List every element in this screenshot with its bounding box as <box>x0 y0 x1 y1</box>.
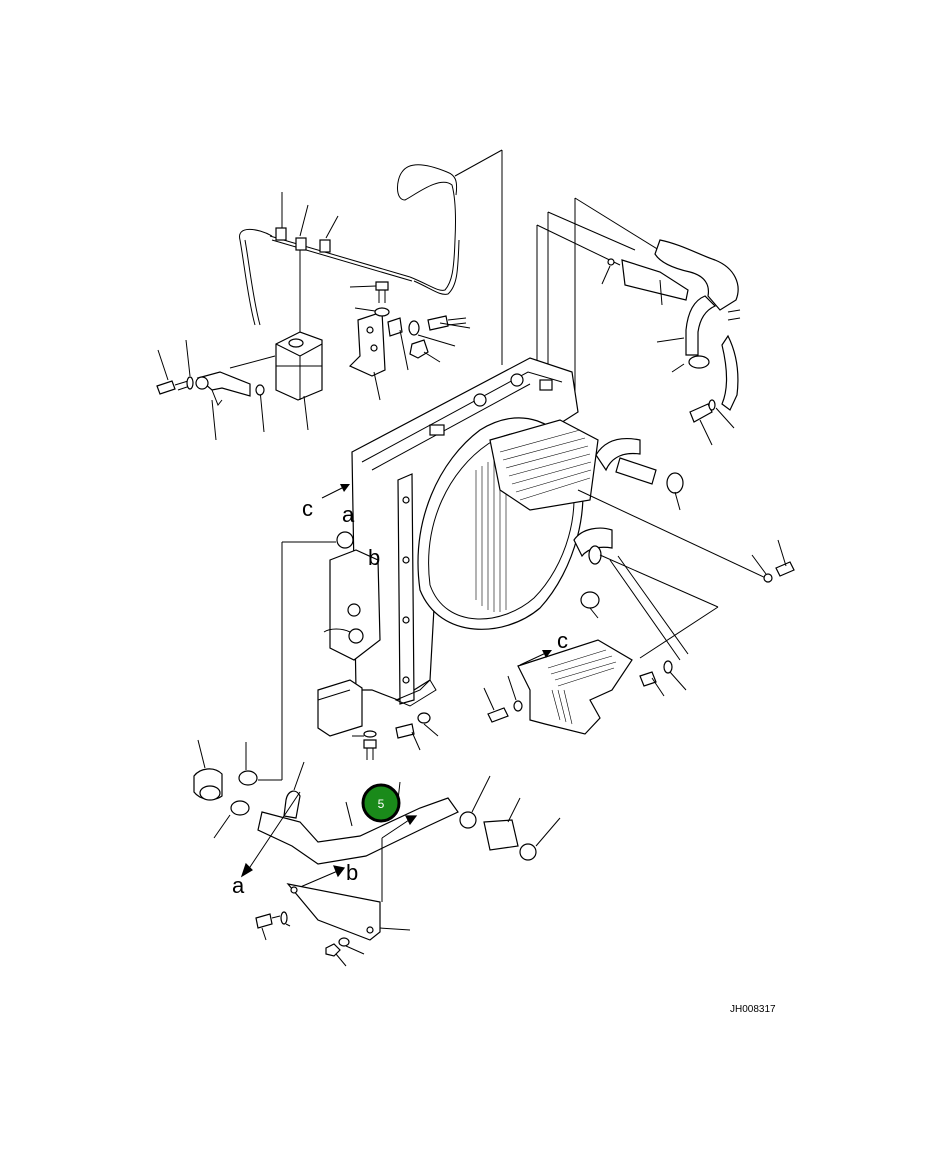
callout-number: 5 <box>378 797 385 811</box>
radiator-assembly[interactable] <box>323 357 795 707</box>
view-letter-a-lower: a <box>232 873 245 898</box>
view-letter-a: a <box>342 502 355 527</box>
wire-harness <box>397 164 458 291</box>
callout-marker-5[interactable]: 5 <box>361 783 401 823</box>
view-letter-b-lower: b <box>346 860 358 885</box>
lower-guard-group <box>483 639 687 735</box>
radiator-outlet-hose <box>595 437 641 472</box>
view-letter-b: b <box>368 545 380 570</box>
overflow-hose <box>239 228 273 326</box>
reservoir-group <box>156 149 503 441</box>
mounting-bracket <box>348 311 386 377</box>
connector-block <box>317 679 363 737</box>
lower-radiator-pipe[interactable] <box>257 797 459 865</box>
oil-cooler-fins <box>489 419 599 511</box>
sensor-plug <box>689 403 713 423</box>
lower-left-group <box>193 541 561 967</box>
view-arrows <box>321 484 552 666</box>
bottom-plate <box>286 883 381 941</box>
guard-grille <box>547 649 617 725</box>
upper-hose-group <box>536 197 741 446</box>
lower-guard-plate[interactable] <box>517 639 633 735</box>
view-letter-c: c <box>302 496 313 521</box>
upper-radiator-hose[interactable] <box>654 239 739 311</box>
view-letter-c-lower: c <box>557 628 568 653</box>
drawing-code: JH008317 <box>730 1004 776 1015</box>
bolt-icon <box>156 380 176 395</box>
